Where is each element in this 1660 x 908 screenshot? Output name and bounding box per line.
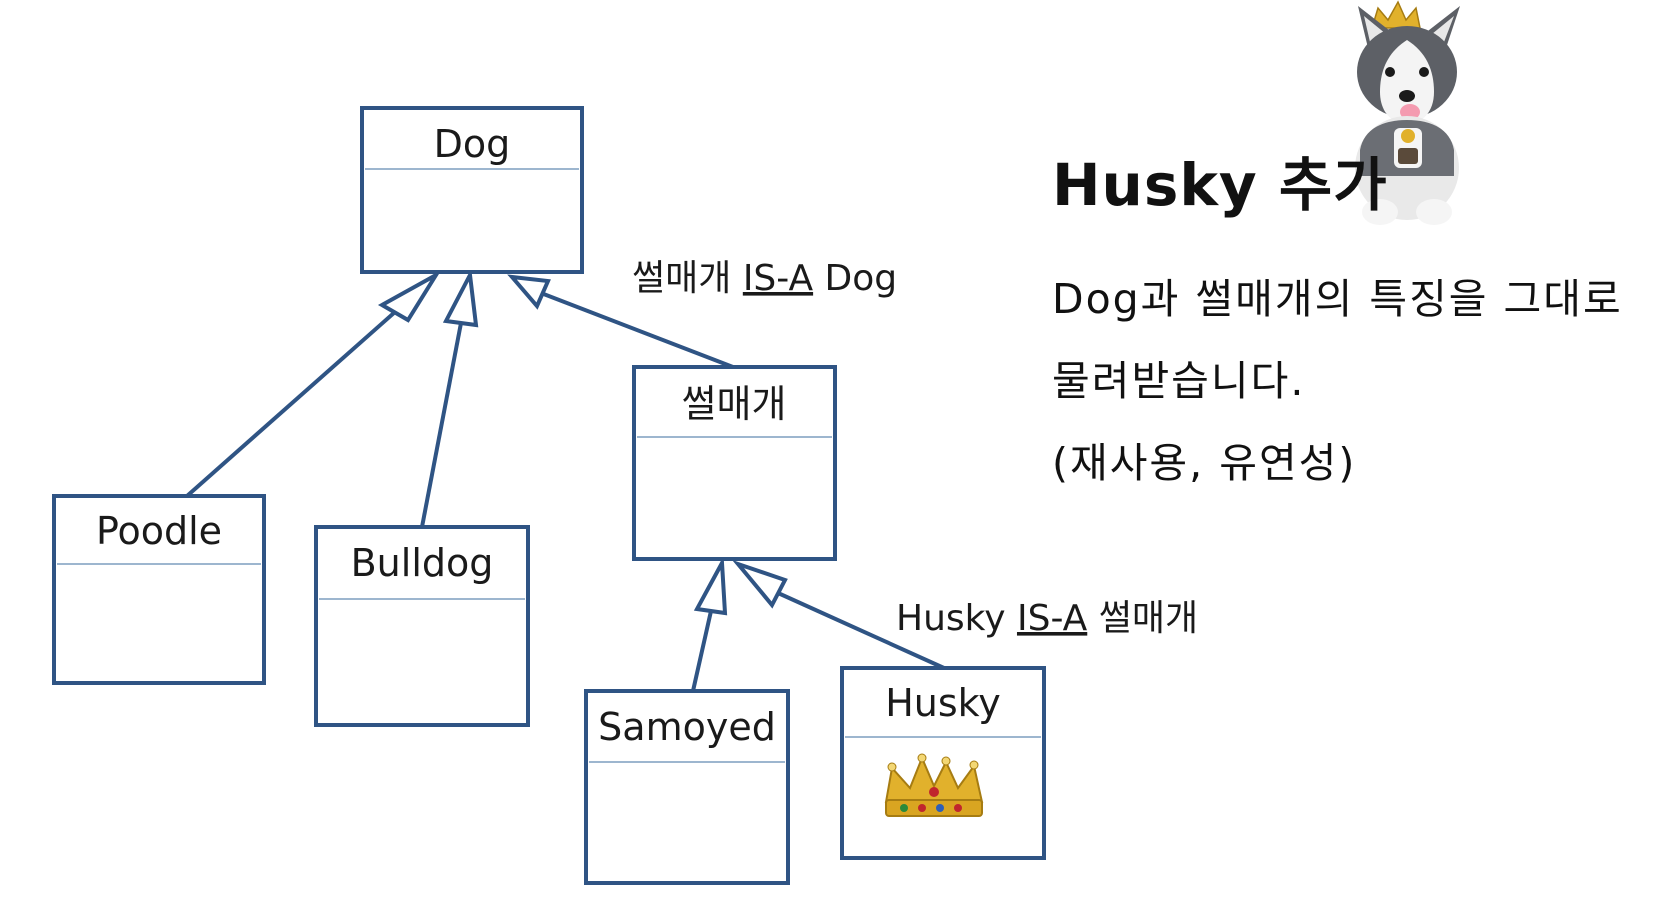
samoyed-sled-arrowhead xyxy=(693,555,728,616)
class-name-samoyed: Samoyed xyxy=(598,705,776,749)
class-name-husky: Husky xyxy=(885,681,1001,725)
class-name-dog: Dog xyxy=(434,122,511,166)
sled-dog-arrowhead xyxy=(507,274,551,310)
side-description-line-2: 물려받습니다. xyxy=(1052,357,1306,405)
inheritance-lines xyxy=(185,291,945,692)
side-description: Dog과 썰매개의 특징을 그대로 물려받습니다. (재사용, 유연성) xyxy=(1052,258,1642,504)
bulldog-dog-arrowhead xyxy=(442,268,479,328)
bulldog-to-dog-line xyxy=(420,322,463,528)
husky-sled-arrowhead xyxy=(731,559,788,609)
side-description-line-3: (재사용, 유연성) xyxy=(1052,439,1357,487)
class-box-poodle: Poodle xyxy=(52,494,266,685)
side-description-line-1: Dog과 썰매개의 특징을 그대로 xyxy=(1052,275,1623,323)
class-box-dog: Dog xyxy=(360,106,584,274)
class-name-poodle: Poodle xyxy=(96,509,222,553)
label-husky-isa-sled: Husky IS-A 썰매개 xyxy=(896,598,1198,639)
side-title: Husky 추가 xyxy=(1052,151,1388,219)
class-box-sled-dog: 썰매개 xyxy=(632,365,837,561)
class-name-bulldog: Bulldog xyxy=(351,541,494,585)
generalization-arrowheads xyxy=(377,268,788,616)
label-sled-isa-dog: 썰매개 IS-A Dog xyxy=(632,258,897,299)
husky-plush-illustration xyxy=(1355,0,1460,225)
class-box-samoyed: Samoyed xyxy=(584,689,790,885)
crown-icon xyxy=(884,753,984,817)
class-name-sled-dog: 썰매개 xyxy=(682,382,787,426)
samoyed-to-sled-line xyxy=(691,610,713,692)
poodle-to-dog-line xyxy=(185,310,397,498)
class-box-bulldog: Bulldog xyxy=(314,525,530,727)
poodle-dog-arrowhead xyxy=(377,269,442,323)
husky-to-sled-line xyxy=(777,591,945,670)
sled-to-dog-line xyxy=(540,291,734,369)
class-box-husky: Husky xyxy=(840,666,1046,860)
